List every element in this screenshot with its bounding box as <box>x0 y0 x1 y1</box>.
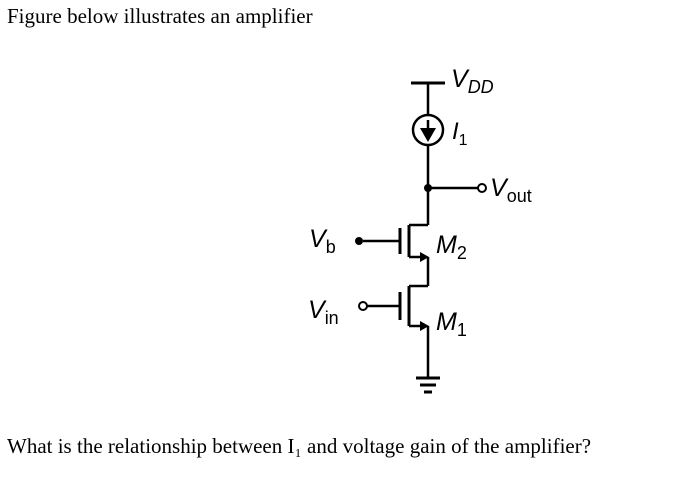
output-terminal-icon <box>477 183 487 193</box>
vout-label: Vout <box>490 174 532 206</box>
current-source-label: I1 <box>452 118 468 149</box>
input-terminal-icon <box>358 301 368 311</box>
intro-text: Figure below illustrates an amplifier <box>7 4 313 28</box>
vin-label: Vin <box>308 296 339 328</box>
vb-label: Vb <box>309 225 336 257</box>
vdd-label: VDD <box>451 65 494 97</box>
bias-terminal-icon <box>355 237 363 245</box>
m1-label: M1 <box>436 308 467 340</box>
m2-label: M2 <box>436 231 467 263</box>
m2-transistor-icon <box>363 223 430 286</box>
m1-transistor-icon <box>367 284 430 378</box>
question-text: What is the relationship between I₁ and … <box>7 434 592 458</box>
current-source-icon <box>411 113 445 147</box>
ground-icon <box>416 376 440 394</box>
